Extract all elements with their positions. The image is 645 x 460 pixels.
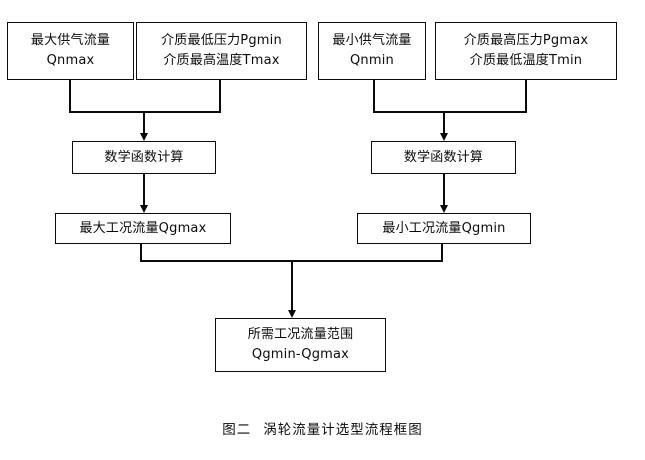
node-qgmin-label: 最小工况流量Qgmin: [382, 220, 506, 236]
node-math-function-right: 数学函数计算: [371, 141, 516, 174]
node-min-pressure-max-temp: 介质最低压力Pgmin 介质最高温度Tmax: [136, 22, 307, 80]
node-qnmax-line2: Qnmax: [46, 53, 95, 68]
connector-result-merge-drop: [291, 260, 293, 310]
arrowhead-into-qgmax: [139, 205, 148, 213]
connector-qgmax-stub: [140, 244, 142, 262]
node-min-supply-flow: 最小供气流量 Qnmin: [318, 22, 426, 80]
node-qnmin-line2: Qnmin: [350, 53, 394, 68]
arrowhead-into-math-left: [139, 133, 148, 141]
connector-pgmax-tmin-stub: [525, 80, 527, 113]
node-qgmax-label: 最大工况流量Qgmax: [79, 220, 207, 236]
connector-right-merge-drop: [443, 111, 445, 133]
node-result-line2: Qgmin-Qgmax: [251, 347, 350, 362]
node-tmax-line: 介质最高温度Tmax: [163, 53, 280, 68]
node-qnmin-line1: 最小供气流量: [332, 33, 412, 49]
node-math-function-left: 数学函数计算: [72, 141, 216, 174]
connector-qnmax-stub: [69, 80, 71, 113]
node-max-working-flow: 最大工况流量Qgmax: [55, 213, 231, 244]
node-pgmin-line: 介质最低压力Pgmin: [161, 33, 282, 49]
connector-qnmin-stub: [373, 80, 375, 113]
node-result-line1: 所需工况流量范围: [247, 327, 354, 343]
arrowhead-into-result: [287, 310, 296, 318]
node-pgmax-line: 介质最高压力Pgmax: [463, 33, 589, 49]
node-qnmax-line1: 最大供气流量: [30, 33, 111, 49]
node-min-working-flow: 最小工况流量Qgmin: [357, 213, 531, 244]
connector-pgmin-tmax-stub: [219, 80, 221, 113]
connector-right-merge-bar: [373, 111, 527, 113]
figure-caption: 图二涡轮流量计选型流程框图: [0, 418, 645, 438]
connector-left-merge-bar: [69, 111, 221, 113]
node-math-right-label: 数学函数计算: [403, 149, 484, 165]
figure-caption-label: 图二: [222, 422, 252, 438]
arrowhead-into-qgmin: [439, 205, 448, 213]
node-tmin-line: 介质最低温度Tmin: [469, 53, 583, 68]
figure-caption-title: 涡轮流量计选型流程框图: [263, 422, 423, 438]
connector-qgmin-stub: [441, 244, 443, 262]
node-math-left-label: 数学函数计算: [104, 149, 184, 165]
node-max-supply-flow: 最大供气流量 Qnmax: [7, 22, 134, 80]
connector-left-merge-drop: [143, 111, 145, 133]
connector-math-right-to-qgmin: [443, 174, 445, 205]
arrowhead-into-math-right: [439, 133, 448, 141]
node-max-pressure-min-temp: 介质最高压力Pgmax 介质最低温度Tmin: [435, 22, 617, 80]
node-required-flow-range: 所需工况流量范围 Qgmin-Qgmax: [215, 318, 386, 372]
connector-math-left-to-qgmax: [143, 174, 145, 205]
